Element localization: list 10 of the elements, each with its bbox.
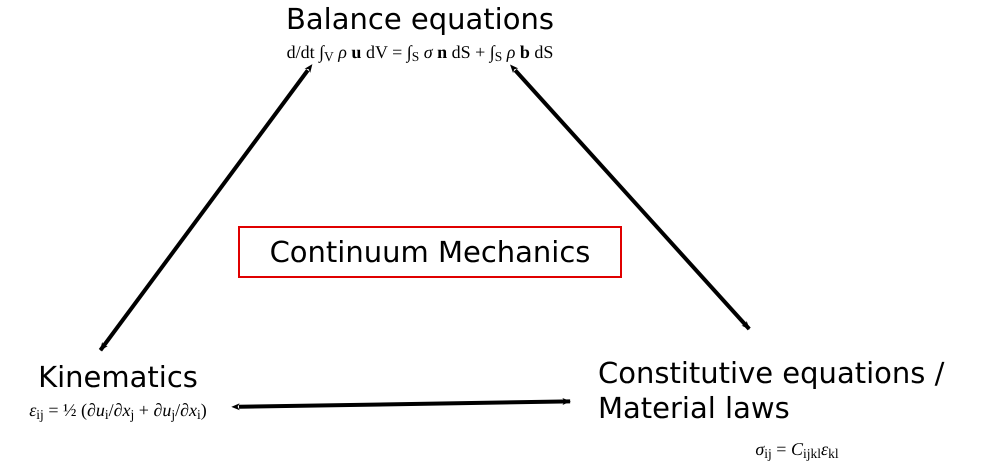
node-heading: Constitutive equations / Material laws bbox=[598, 356, 946, 426]
node-heading: Kinematics bbox=[38, 360, 198, 395]
formula: d/dt ∫$_{V}$ ρ u dV = ∫$_{S}$ σ n dS + ∫$_{S}$ ρ b dS bbox=[286, 41, 554, 66]
double-arrow bbox=[231, 398, 571, 410]
node-heading: Balance equations bbox=[286, 2, 554, 37]
formula: σ$_{ij}$ = C$_{ijkl}$ε$_{kl}$ bbox=[755, 438, 839, 464]
title-box: Continuum Mechanics bbox=[238, 226, 622, 278]
formula: ε$_{ij}$ = ½ (∂u$_{i}$/∂x$_{j}$ + ∂u$_{j}$/∂x$_{i}$) bbox=[29, 399, 207, 424]
double-arrow bbox=[510, 64, 751, 330]
double-arrow bbox=[98, 64, 312, 352]
